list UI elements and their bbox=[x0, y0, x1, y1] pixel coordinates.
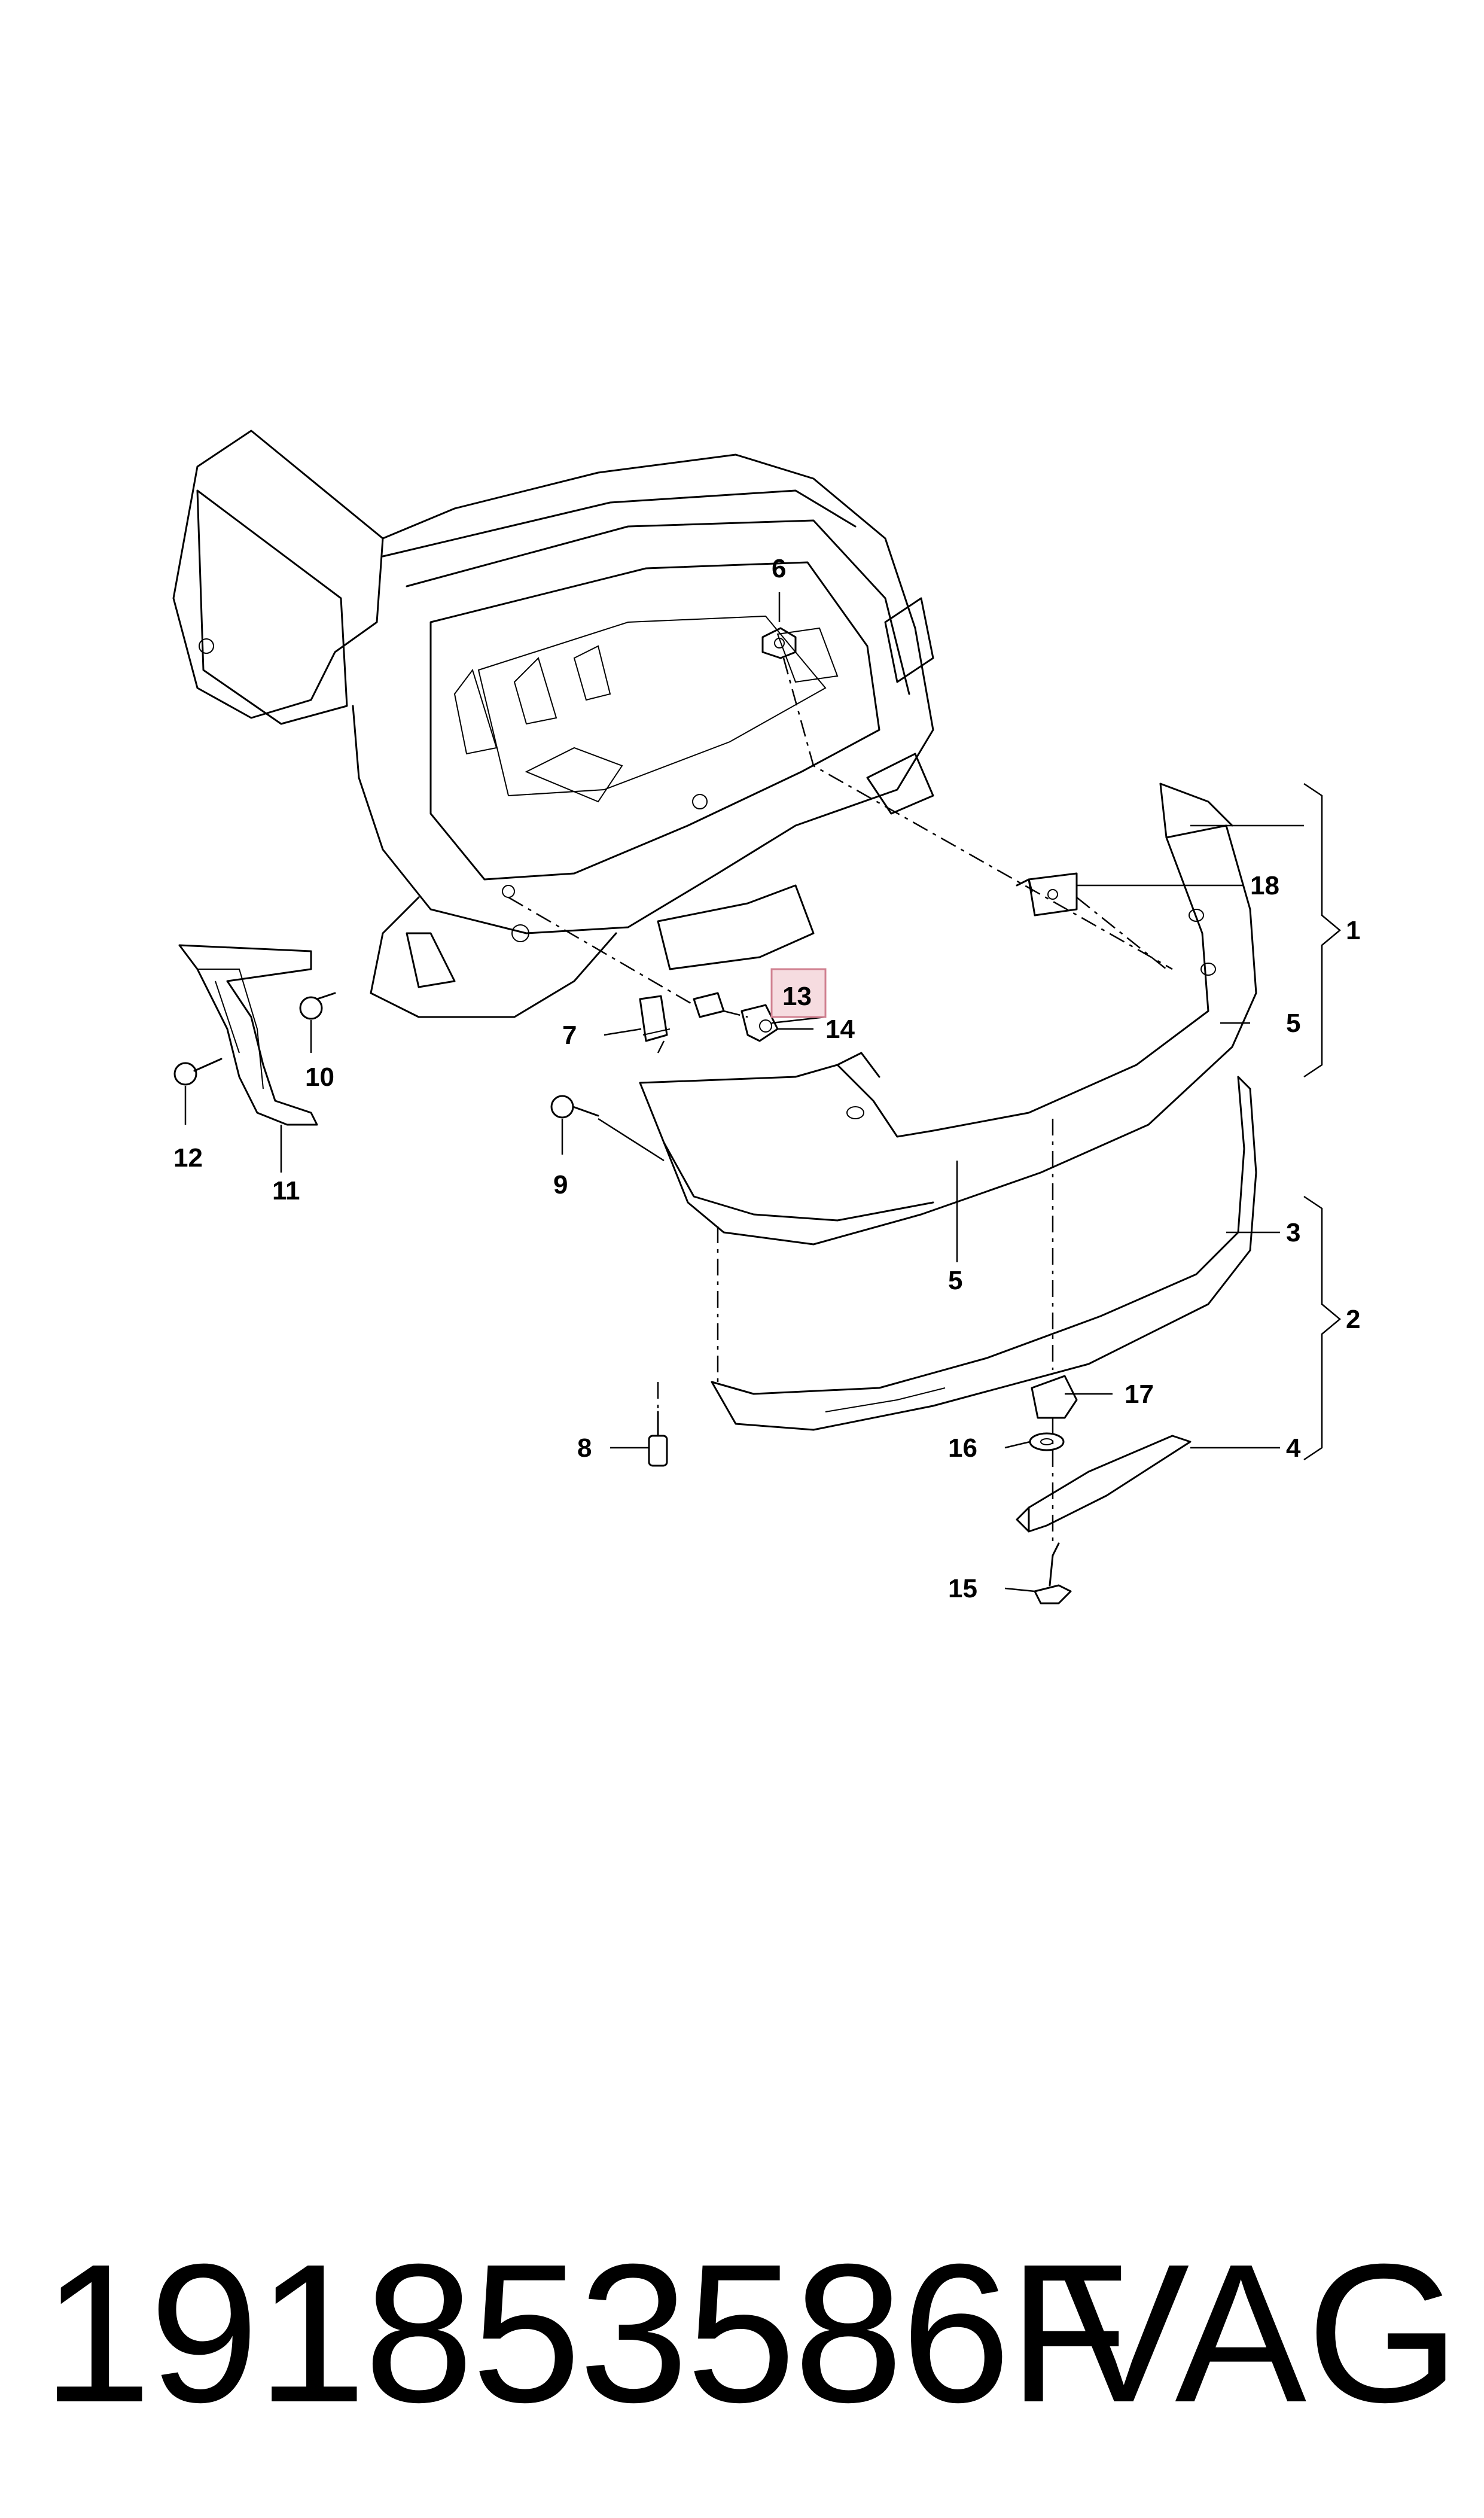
assembly-lines bbox=[508, 657, 1173, 1543]
callout-9: 9 bbox=[553, 1170, 568, 1199]
callout-15: 15 bbox=[948, 1574, 977, 1603]
callout-17: 17 bbox=[1125, 1380, 1154, 1409]
callout-7: 7 bbox=[562, 1021, 577, 1050]
bumper-cover bbox=[639, 783, 1257, 1246]
diffuser bbox=[711, 1076, 1257, 1431]
footer: 191853586F VAG bbox=[0, 2225, 1484, 2441]
callout-14: 14 bbox=[825, 1015, 855, 1044]
leader-lines bbox=[184, 592, 1341, 1593]
bracket bbox=[178, 944, 318, 1126]
callout-6: 6 bbox=[772, 554, 786, 583]
callout-13: 13 bbox=[782, 982, 812, 1011]
car-body-rear bbox=[172, 430, 934, 1018]
callout-4: 4 bbox=[1286, 1433, 1301, 1463]
fasteners bbox=[173, 627, 1078, 1604]
callout-18: 18 bbox=[1250, 871, 1279, 900]
callout-labels: 1 2 3 4 5 5 6 7 8 9 10 11 12 13 14 15 16… bbox=[173, 554, 1360, 1603]
callout-5a: 5 bbox=[1286, 1009, 1300, 1038]
callout-5b: 5 bbox=[948, 1266, 962, 1295]
brand-name: VAG bbox=[1058, 2222, 1460, 2443]
exploded-view-drawing: 1 2 3 4 5 5 6 7 8 9 10 11 12 13 14 15 16… bbox=[172, 430, 1360, 1604]
callout-12: 12 bbox=[173, 1143, 203, 1173]
callout-8: 8 bbox=[577, 1433, 592, 1463]
callout-11: 11 bbox=[272, 1176, 300, 1205]
guide-strip bbox=[1016, 1435, 1192, 1533]
callout-10: 10 bbox=[305, 1062, 334, 1092]
part-number: 191853586F bbox=[42, 2222, 1129, 2443]
callout-3: 3 bbox=[1286, 1218, 1300, 1247]
callout-16: 16 bbox=[948, 1433, 977, 1463]
callout-2: 2 bbox=[1346, 1305, 1360, 1334]
highlight-box-13 bbox=[770, 968, 827, 1018]
callout-1: 1 bbox=[1346, 916, 1360, 945]
